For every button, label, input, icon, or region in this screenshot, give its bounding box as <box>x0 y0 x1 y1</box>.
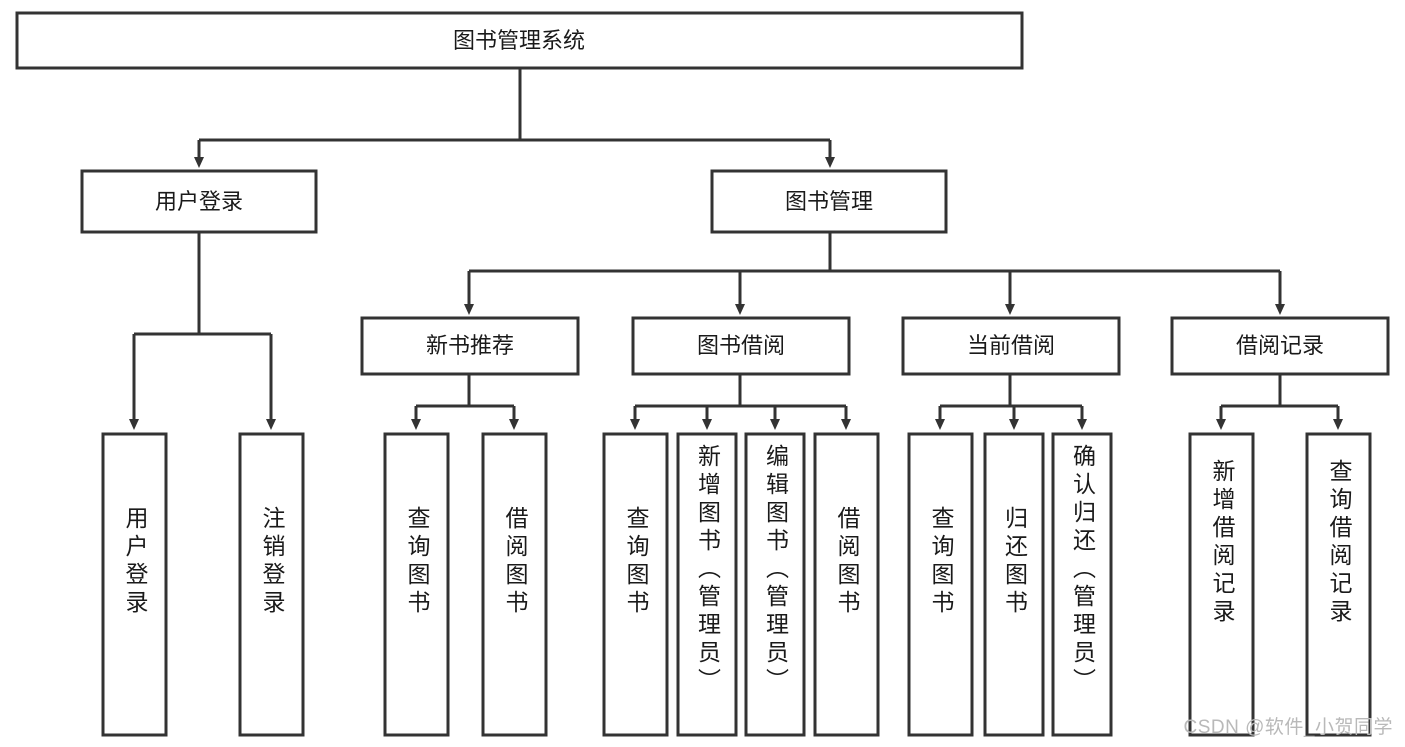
node-new-book-recommend[interactable]: 新书推荐 <box>360 316 580 376</box>
node-new-book-recommend-box[interactable] <box>360 316 580 376</box>
node-book-borrow-label: 图书借阅 <box>697 333 785 358</box>
leaf-box-edit-book-admin[interactable] <box>744 432 806 737</box>
leaf-box-query-book-rec[interactable] <box>383 432 450 737</box>
leaf-box-user-login[interactable] <box>101 432 168 737</box>
node-root-box[interactable] <box>15 11 1024 70</box>
leaf-box-confirm-return-admin[interactable] <box>1051 432 1113 737</box>
node-borrow-record[interactable]: 借阅记录 <box>1170 316 1390 376</box>
leaf-box-user-logout[interactable] <box>238 432 305 737</box>
node-current-borrow[interactable]: 当前借阅 <box>901 316 1121 376</box>
leaf-box-borrow-book[interactable] <box>813 432 880 737</box>
node-user-login[interactable]: 用户登录 <box>80 169 318 234</box>
leaf-box-borrow-book-rec[interactable] <box>481 432 548 737</box>
leaf-box-add-book-admin[interactable] <box>676 432 738 737</box>
node-borrow-record-label: 借阅记录 <box>1236 333 1324 358</box>
csdn-watermark: CSDN @软件_小贺同学 <box>1183 717 1393 738</box>
node-root-label: 图书管理系统 <box>453 28 585 53</box>
leaf-box-query-borrow-record[interactable] <box>1305 432 1372 737</box>
node-borrow-record-box[interactable] <box>1170 316 1390 376</box>
node-user-login-label: 用户登录 <box>155 189 243 214</box>
node-book-manage-label: 图书管理 <box>785 189 873 214</box>
leaf-box-query-book-borrow[interactable] <box>602 432 669 737</box>
node-book-manage[interactable]: 图书管理 <box>710 169 948 234</box>
node-current-borrow-box[interactable] <box>901 316 1121 376</box>
node-root[interactable]: 图书管理系统 <box>15 11 1024 70</box>
node-user-login-box[interactable] <box>80 169 318 234</box>
leaf-box-group <box>101 432 1372 737</box>
node-book-manage-box[interactable] <box>710 169 948 234</box>
leaf-box-add-borrow-record[interactable] <box>1188 432 1255 737</box>
node-book-borrow-box[interactable] <box>631 316 851 376</box>
leaf-box-return-book[interactable] <box>983 432 1045 737</box>
node-new-book-recommend-label: 新书推荐 <box>426 333 514 358</box>
node-book-borrow[interactable]: 图书借阅 <box>631 316 851 376</box>
leaf-box-query-book-current[interactable] <box>907 432 974 737</box>
connector-group <box>129 68 1343 430</box>
node-current-borrow-label: 当前借阅 <box>967 333 1055 358</box>
